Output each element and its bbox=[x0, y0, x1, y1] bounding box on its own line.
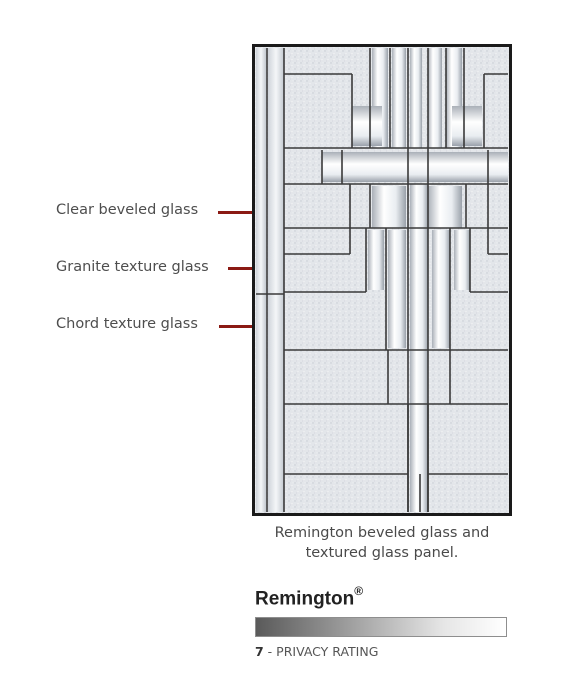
trademark-symbol: ® bbox=[354, 584, 364, 598]
callout-label-granite-texture: Granite texture glass bbox=[56, 259, 209, 275]
image-caption: Remington beveled glass and textured gla… bbox=[252, 523, 512, 563]
privacy-rating-value: 7 bbox=[255, 644, 264, 659]
product-name: Remington bbox=[255, 588, 355, 610]
product-title: Remington® bbox=[255, 584, 364, 610]
callout-line-chord-texture bbox=[219, 325, 269, 328]
callout-label-chord-texture: Chord texture glass bbox=[56, 316, 198, 332]
glass-panel-image bbox=[252, 44, 512, 516]
caption-line-1: Remington beveled glass and bbox=[274, 525, 490, 541]
caption-line-2: textured glass panel. bbox=[305, 545, 459, 561]
callout-label-clear-beveled: Clear beveled glass bbox=[56, 202, 199, 218]
privacy-rating-separator: - bbox=[263, 644, 277, 659]
privacy-rating-label: PRIVACY RATING bbox=[276, 644, 379, 659]
privacy-rating-text: 7 - PRIVACY RATING bbox=[255, 644, 378, 659]
privacy-rating-bar bbox=[255, 617, 507, 637]
